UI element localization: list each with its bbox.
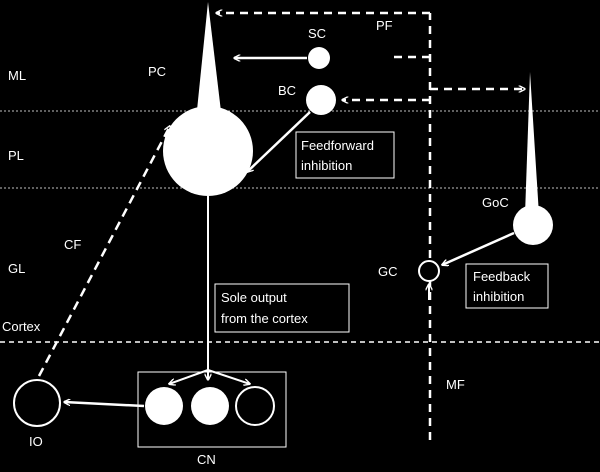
cn-neuron-2 [191,387,229,425]
sc-label: SC [308,26,326,41]
layer-label-pl: PL [8,148,24,163]
goc-label: GoC [482,195,509,210]
golgi-dendrite [525,72,539,215]
output-line2: from the cortex [221,311,308,326]
cn-neuron-3 [235,386,275,426]
bc-to-pc-arrow [247,111,311,172]
climbing-fiber [37,126,172,377]
mf-label: MF [446,377,465,392]
pc-label: PC [148,64,166,79]
io-label: IO [29,434,43,449]
pc-to-cn-right [207,369,250,384]
purkinje-dendrite [196,2,222,120]
granule-cell [418,260,440,282]
feedback-line2: inhibition [473,289,524,304]
feedforward-line1: Feedforward [301,138,374,153]
feedback-inhibition-box [465,263,549,309]
sole-output-box [214,283,350,333]
purkinje-soma [163,106,253,196]
feedforward-inhibition-box [295,131,395,179]
pc-to-cn-left [169,369,209,384]
layer-label-cortex: Cortex [2,319,41,334]
layer-label-ml: ML [8,68,26,83]
layer-label-gl: GL [8,261,25,276]
bc-label: BC [278,83,296,98]
golgi-soma [513,205,553,245]
cn-neuron-1 [145,387,183,425]
cf-label: CF [64,237,81,252]
feedforward-line2: inhibition [301,158,352,173]
inferior-olive [13,379,61,427]
stellate-cell [308,47,330,69]
cn-label: CN [197,452,216,467]
feedback-line1: Feedback [473,269,531,284]
goc-to-gc-arrow [442,231,515,265]
gc-label: GC [378,264,398,279]
output-line1: Sole output [221,290,287,305]
cn-to-io-arrow [64,402,145,408]
basket-cell [306,85,336,115]
pf-label: PF [376,18,393,33]
